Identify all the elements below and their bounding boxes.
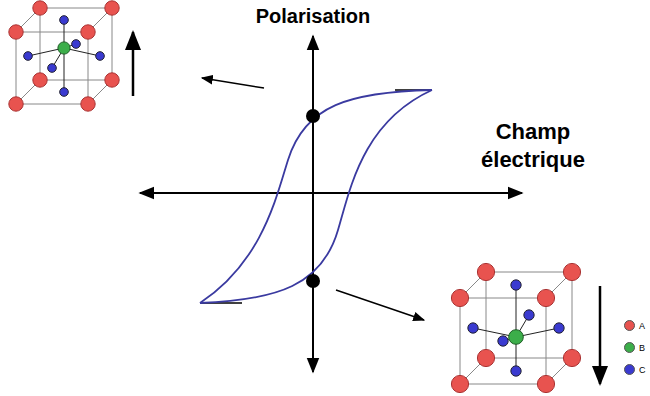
hysteresis-branch [200,90,432,303]
atom-a [105,73,119,87]
atom-c [554,323,564,333]
atom-a [33,1,47,15]
atom-a [9,97,23,111]
atom-b [58,42,70,54]
cell-edge [40,8,41,80]
atom-a [537,375,554,392]
cell-edge [486,272,487,358]
legend-swatch [624,364,635,375]
legend-text: C [639,365,646,375]
remanence-dot [306,109,320,123]
cell-edge [40,8,112,9]
cell-edge [16,104,88,105]
atom-a [9,25,23,39]
leader-arrow [336,290,424,320]
cell-edge [112,8,113,80]
atom-a [105,1,119,15]
axis-label: Champ électrique [458,118,608,173]
legend-swatch [624,342,635,353]
polarisation-arrow [132,32,135,96]
cell-edge [546,298,547,384]
perovskite-cell [9,1,119,111]
atom-a [81,97,95,111]
atom-a [81,25,95,39]
cell-edge [16,32,88,33]
atom-a [33,73,47,87]
atom-c [524,310,534,320]
cell-edge [486,358,572,359]
legend-text: A [639,321,645,331]
cell-edge [40,80,112,81]
cell-edge [88,32,89,104]
atom-c [498,336,508,346]
atom-c [511,280,521,290]
atom-c [60,88,69,97]
axis-label: Polarisation [243,4,383,29]
remanence-dot [306,274,320,288]
atom-c [60,16,69,25]
atom-c [24,52,33,61]
atom-a [477,263,494,280]
atom-a [563,263,580,280]
legend-swatch [624,320,635,331]
atom-c [468,323,478,333]
cell-edge [460,298,461,384]
atom-a [451,375,468,392]
atom-b [509,330,524,345]
polarisation-axis [312,36,314,372]
atom-a [537,289,554,306]
atom-c [96,52,105,61]
cell-edge [572,272,573,358]
legend-item: B [624,342,645,353]
atom-a [451,289,468,306]
legend-item: C [624,364,646,375]
cell-edge [486,272,572,273]
perovskite-cell [451,263,580,392]
legend-text: B [639,343,645,353]
cell-edge [460,384,546,385]
leader-arrow [202,78,264,88]
atom-a [477,349,494,366]
cell-edge [460,298,546,299]
atom-c [48,64,57,73]
cell-edge [16,32,17,104]
atom-c [511,366,521,376]
atom-a [563,349,580,366]
field-axis [140,192,522,194]
hysteresis-branch [200,90,432,303]
atom-c [72,40,81,49]
polarisation-arrow [599,286,602,384]
legend-item: A [624,320,645,331]
